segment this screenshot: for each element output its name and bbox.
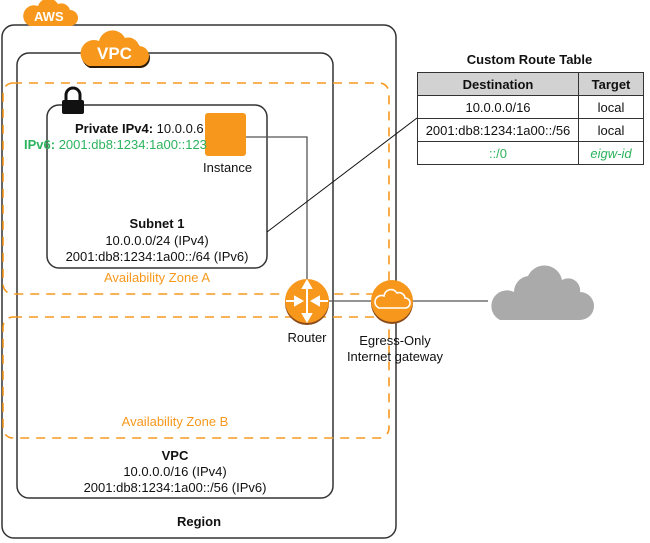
subnet-ipv6: 2001:db8:1234:1a00::/64 (IPv6) [65,249,249,264]
column-destination: Destination [417,72,579,96]
vpc-tag-label: VPC [97,44,132,63]
route-target: local [578,95,644,119]
route-table-title: Custom Route Table [466,52,593,67]
gateway-label-1: Egress-Only [359,333,431,348]
router-label: Router [287,330,327,345]
ipv6-value: 2001:db8:1234:1a00::123 [58,137,207,152]
table-row: ::/0 eigw-id [417,141,644,165]
private-ipv4: Private IPv4: 10.0.0.6 [75,121,204,136]
instance-ipv6: IPv6: 2001:db8:1234:1a00::123 [24,137,207,152]
aws-tag-label: AWS [34,9,64,24]
vpc-ipv4: 10.0.0.0/16 (IPv4) [123,464,227,479]
instance-label: Instance [203,160,253,175]
route-table-association-line [266,117,418,233]
vpc-box [16,52,334,499]
route-table-header: Destination Target [417,72,644,96]
route-destination: ::/0 [417,141,579,165]
ipv6-label: IPv6: [24,137,56,152]
route-destination: 10.0.0.0/16 [417,95,579,119]
availability-zone-b-box [2,316,390,439]
egress-only-gateway-icon[interactable] [371,280,413,324]
subnet-ipv4: 10.0.0.0/24 (IPv4) [105,233,209,248]
availability-zone-b-label: Availability Zone B [121,414,229,429]
route-target: eigw-id [578,141,644,165]
vpc-ipv6: 2001:db8:1234:1a00::/56 (IPv6) [83,480,267,495]
gateway-label-2: Internet gateway [346,349,444,364]
region-label: Region [176,514,222,529]
subnet-box [46,104,268,269]
subnet-title: Subnet 1 [129,216,185,231]
router-icon[interactable] [285,278,329,325]
internet-cloud-icon [491,265,594,320]
private-ipv4-label: Private IPv4: [75,121,154,136]
lock-icon [62,86,84,114]
private-ipv4-value: 10.0.0.6 [156,121,204,136]
vpc-title: VPC [161,448,189,463]
table-row: 10.0.0.0/16 local [417,95,644,119]
table-row: 2001:db8:1234:1a00::/56 local [417,118,644,142]
route-table: Destination Target 10.0.0.0/16 local 200… [417,72,644,165]
availability-zone-a-box [2,82,390,295]
route-destination: 2001:db8:1234:1a00::/56 [417,118,579,142]
aws-cloud-tag [23,0,78,26]
instance-router-link [246,136,308,290]
availability-zone-a-label: Availability Zone A [104,270,210,285]
route-target: local [578,118,644,142]
column-target: Target [578,72,644,96]
instance-icon[interactable] [205,113,246,156]
